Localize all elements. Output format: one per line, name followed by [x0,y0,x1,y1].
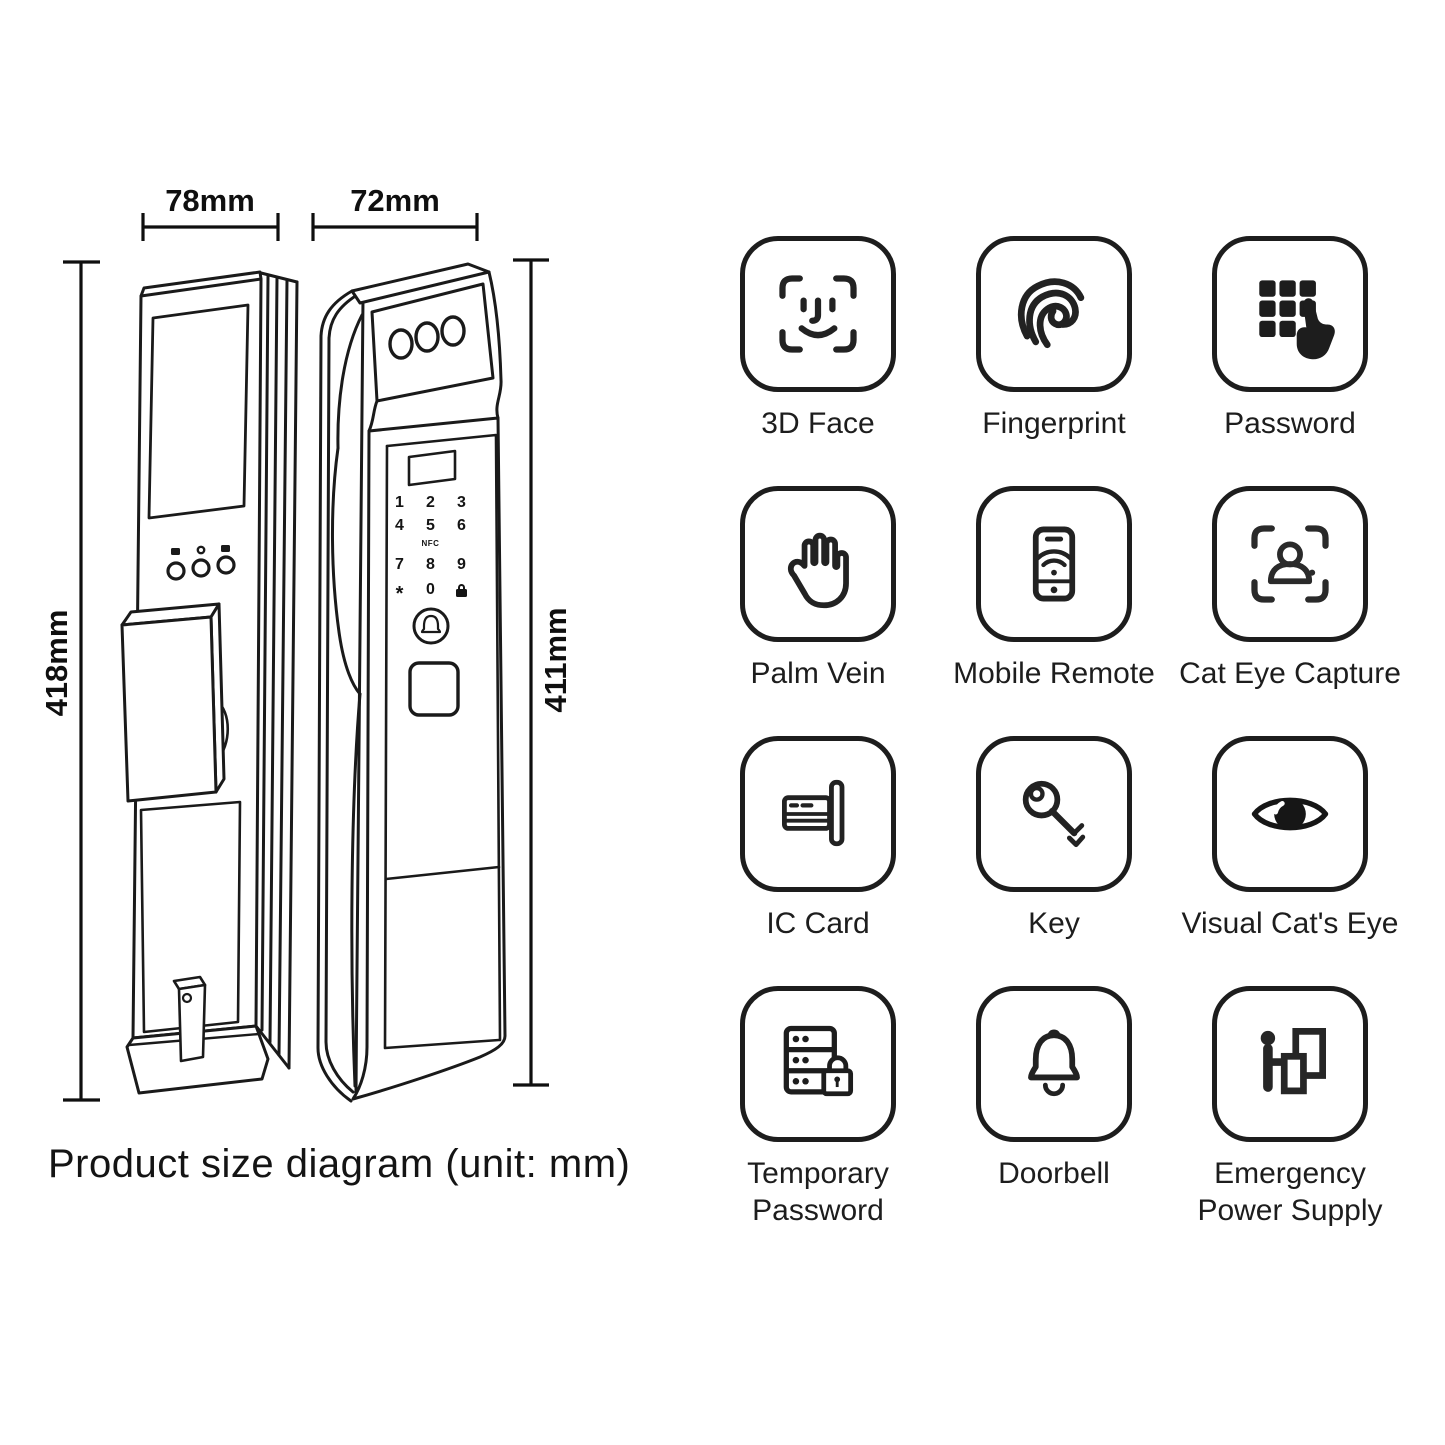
feature-cat-eye-capture: Cat Eye Capture [1172,486,1408,736]
feature-icon-box [740,486,896,642]
keypad-key: 1 [395,493,404,511]
side-height-label: 411mm [538,607,573,713]
keypad-key: 3 [457,493,466,511]
front-width-dim-line [141,213,280,241]
side-width-dim-line [311,213,479,241]
diagram-caption: Product size diagram (unit: mm) [48,1142,631,1186]
feature-icon-box [740,236,896,392]
feature-label: Mobile Remote [953,657,1155,690]
side-height-dim-line [513,258,549,1087]
keypad-key: 7 [395,555,404,573]
feature-icon-box [740,736,896,892]
feature-label: Fingerprint [982,407,1126,440]
dimension-lines [63,213,549,1102]
person-capture-icon [1251,525,1329,603]
feature-label: Key [1028,907,1080,940]
keypad-key: 8 [426,555,435,573]
keypad-lock-icon [456,584,467,597]
keypad-key: 0 [426,581,435,598]
doorbell-button-icon [420,614,442,634]
feature-fingerprint: Fingerprint [936,236,1172,486]
feature-ic-card: IC Card [700,736,936,986]
feature-label: Visual Cat's Eye [1181,907,1399,940]
features-grid: 3D Face Fingerprint [700,236,1408,1236]
feature-emergency-power: Emergency Power Supply [1172,986,1408,1236]
indoor-unit-drawing [120,270,299,1095]
person-power-icon [1260,1028,1326,1095]
ic-card-icon [782,779,845,847]
feature-icon-box [976,236,1132,392]
feature-label: Cat Eye Capture [1179,657,1401,690]
feature-label: IC Card [766,907,870,940]
feature-label: Palm Vein [750,657,886,690]
keypad-key: 4 [395,517,404,534]
keypad-key: 2 [426,493,435,511]
feature-icon-box [1212,486,1368,642]
feature-label: Password [1224,407,1356,440]
bell-icon [1028,1029,1080,1097]
feature-label: Temporary Password [747,1157,889,1227]
palm-icon [787,532,849,609]
keypad-press-icon [1259,280,1335,360]
feature-visual-cats-eye: Visual Cat's Eye [1172,736,1408,986]
server-lock-icon [783,1025,854,1097]
feature-label: Emergency Power Supply [1197,1157,1383,1227]
keypad-key: 5 [426,517,435,534]
feature-label: 3D Face [761,407,875,440]
feature-key: Key [936,736,1172,986]
front-height-dim-line [63,260,100,1102]
feature-icon-box [740,986,896,1142]
indoor-buttons [166,545,236,581]
feature-icon-box [976,986,1132,1142]
feature-icon-box [976,486,1132,642]
front-width-label: 78mm [165,183,255,218]
feature-temporary-password: Temporary Password [700,986,936,1236]
face-id-icon [779,275,857,353]
keypad-key: 6 [457,517,466,534]
key-icon [1022,780,1086,848]
side-width-label: 72mm [350,183,440,218]
feature-icon-box [1212,986,1368,1142]
outdoor-keypad: 1 2 3 4 5 6 NFC 7 8 9 * 0 [384,489,477,605]
fingerprint-icon [1017,278,1085,349]
feature-icon-box [976,736,1132,892]
feature-palm-vein: Palm Vein [700,486,936,736]
eye-icon [1251,797,1329,831]
keypad-key: 9 [457,555,466,573]
feature-label: Doorbell [998,1157,1110,1190]
outdoor-unit-drawing [316,262,507,1103]
feature-password: Password [1172,236,1408,486]
keypad-nfc-label: NFC [421,539,440,548]
feature-icon-box [1212,236,1368,392]
keypad-key: * [395,583,404,605]
front-height-label: 418mm [39,609,74,717]
feature-doorbell: Doorbell [936,986,1172,1236]
feature-icon-box [1212,736,1368,892]
phone-remote-icon [1032,526,1076,602]
feature-mobile-remote: Mobile Remote [936,486,1172,736]
feature-3d-face: 3D Face [700,236,936,486]
product-size-drawing [63,213,549,1103]
